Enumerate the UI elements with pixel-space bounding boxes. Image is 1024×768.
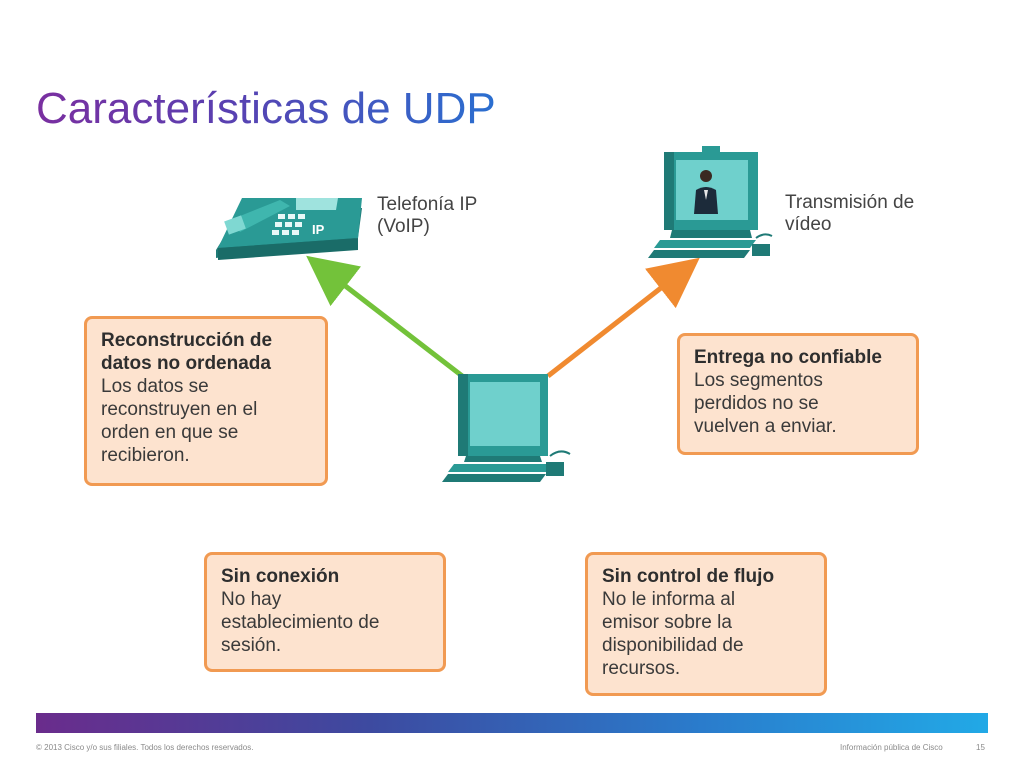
footer-classification: Información pública de Cisco [840, 743, 943, 752]
footer-gradient-bar [36, 713, 988, 733]
box-reconstruction-body: Los datos se reconstruyen en el orden en… [101, 376, 258, 466]
box-reconstruction: Reconstrucción de datos no ordenada Los … [84, 316, 328, 486]
video-monitor-icon [648, 146, 773, 258]
box-connectionless: Sin conexión No hay establecimiento de s… [204, 552, 446, 672]
box-no-flow-control-body: No le informa al emisor sobre la disponi… [602, 589, 744, 679]
box-unreliable: Entrega no confiable Los segmentos perdi… [677, 333, 919, 455]
box-no-flow-control-title: Sin control de flujo [602, 566, 775, 587]
footer-copyright: © 2013 Cisco y/o sus filiales. Todos los… [36, 743, 254, 752]
box-reconstruction-title: Reconstrucción de datos no ordenada [101, 330, 273, 374]
desktop-computer-icon [442, 374, 571, 482]
box-unreliable-title: Entrega no confiable [694, 347, 882, 368]
box-no-flow-control: Sin control de flujo No le informa al em… [585, 552, 827, 696]
phone-ip-badge: IP [312, 222, 325, 237]
video-label: Transmisión de vídeo [785, 192, 915, 235]
phone-label: Telefonía IP (VoIP) [377, 194, 478, 237]
slide-title: Características de UDP [36, 84, 496, 133]
arrow-to-video [546, 257, 700, 378]
arrow-to-phone [306, 255, 472, 384]
box-connectionless-body: No hay establecimiento de sesión. [221, 589, 380, 656]
footer-page-number: 15 [976, 743, 985, 752]
box-unreliable-body: Los segmentos perdidos no se vuelven a e… [694, 370, 837, 437]
box-connectionless-title: Sin conexión [221, 566, 340, 587]
ip-phone-icon: IP [216, 198, 362, 260]
